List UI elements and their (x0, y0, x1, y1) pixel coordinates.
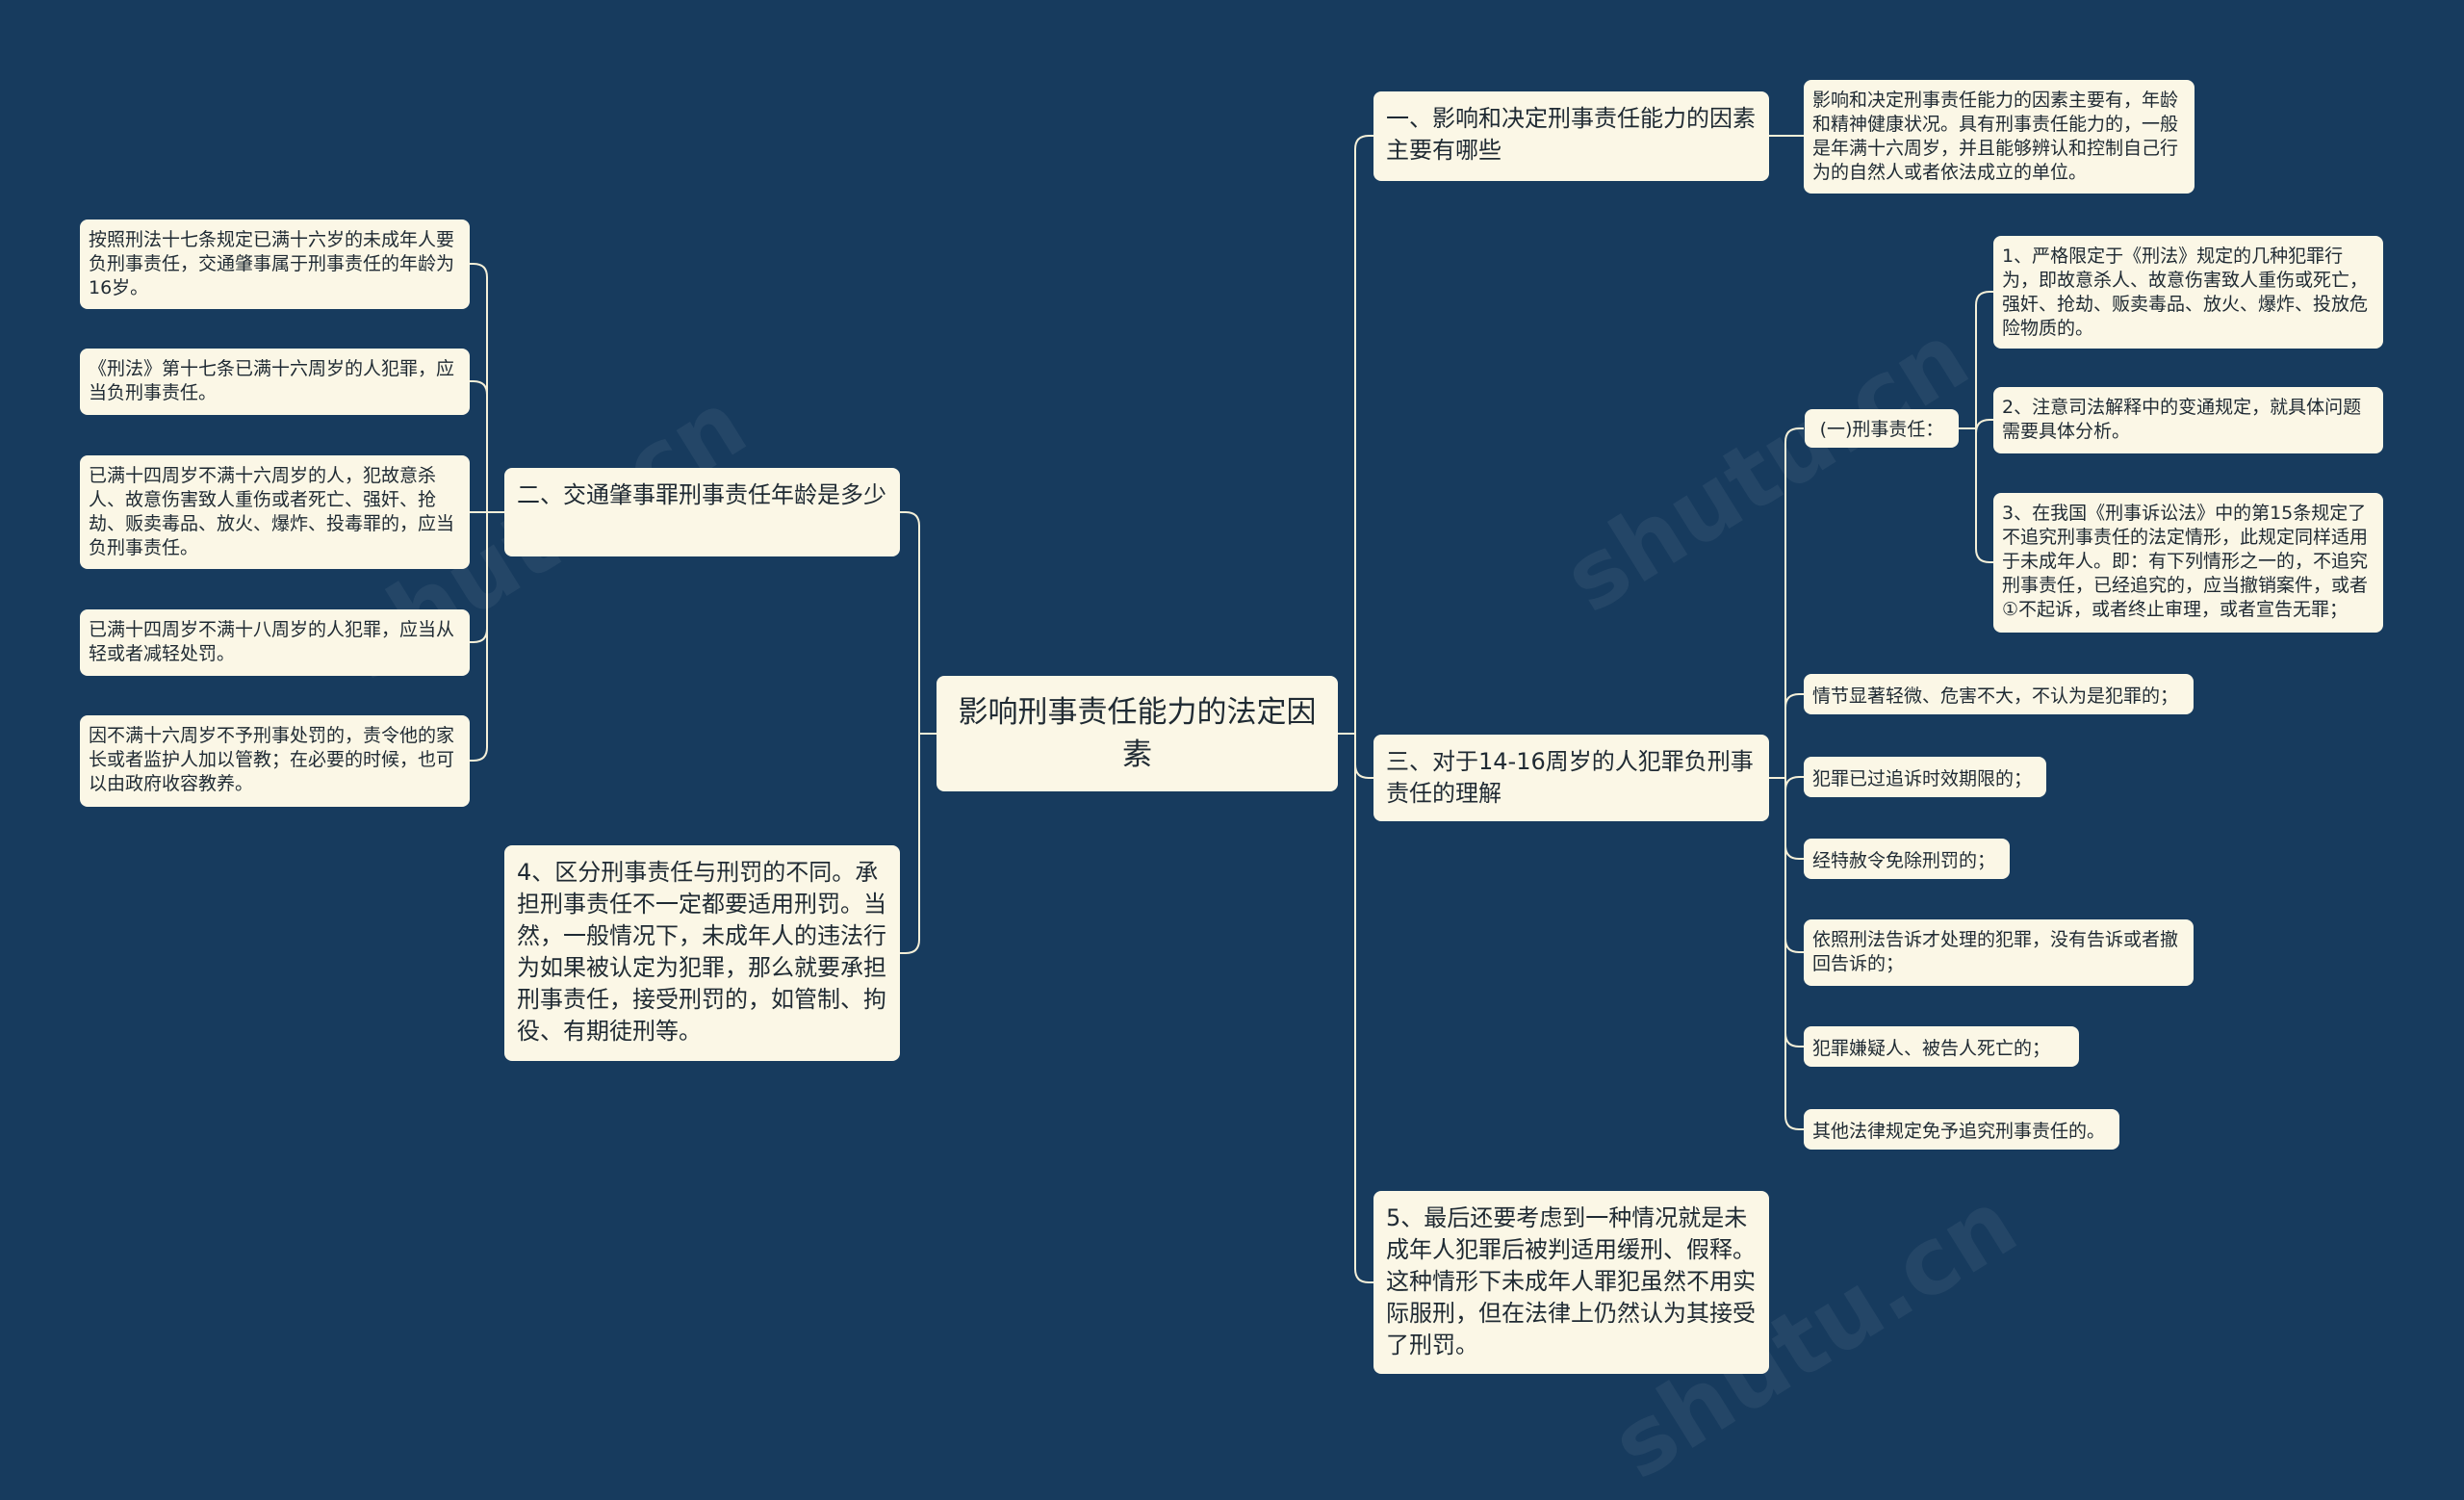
connector-line (1975, 291, 1993, 428)
exemption-item-1[interactable]: 情节显著轻微、危害不大，不认为是犯罪的； (1804, 674, 2194, 714)
connector-line (1784, 693, 1804, 778)
traffic-item-4[interactable]: 已满十四周岁不满十八周岁的人犯罪，应当从轻或者减轻处罚。 (80, 609, 470, 676)
branch-1-title: 一、影响和决定刑事责任能力的因素主要有哪些 (1386, 105, 1756, 164)
liability-item-3-text: 3、在我国《刑事诉讼法》中的第15条规定了不追究刑事责任的法定情形，此规定同样适… (2002, 503, 2369, 620)
mind-map: shutu.cn shutu.cn shutu.cn 影响刑事责任能力的法定因素… (80, 80, 2383, 1500)
traffic-item-3[interactable]: 已满十四周岁不满十六周岁的人，犯故意杀人、故意伤害致人重伤或者死亡、强奸、抢劫、… (80, 455, 470, 569)
connector-line (1784, 778, 1804, 1047)
connector-line (1354, 734, 1373, 1283)
branch-5-title: 5、最后还要考虑到一种情况就是未成年人犯罪后被判适用缓刑、假释。这种情形下未成年… (1386, 1204, 1756, 1358)
branch-5-node[interactable]: 5、最后还要考虑到一种情况就是未成年人犯罪后被判适用缓刑、假释。这种情形下未成年… (1373, 1191, 1769, 1374)
exemption-item-2[interactable]: 犯罪已过追诉时效期限的； (1804, 757, 2046, 797)
connector-line (1975, 428, 1993, 563)
branch-1-node[interactable]: 一、影响和决定刑事责任能力的因素主要有哪些 (1373, 91, 1769, 181)
exemption-item-4-text: 依照刑法告诉才处理的犯罪，没有告诉或者撤回告诉的； (1812, 929, 2179, 974)
connector-line (1784, 776, 1804, 791)
traffic-item-5[interactable]: 因不满十六周岁不予刑事处罚的，责令他的家长或者监护人加以管教；在必要的时候，也可… (80, 715, 470, 807)
liability-item-1-text: 1、严格限定于《刑法》规定的几种犯罪行为，即故意杀人、故意伤害致人重伤或死亡，强… (2002, 246, 2369, 339)
connector-line (470, 380, 488, 512)
branch-4-node[interactable]: 4、区分刑事责任与刑罚的不同。承担刑事责任不一定都要适用刑罚。当然，一般情况下，… (504, 845, 900, 1061)
connector-line (1354, 734, 1373, 779)
traffic-item-1-text: 按照刑法十七条规定已满十六岁的未成年人要负刑事责任，交通肇事属于刑事责任的年龄为… (89, 229, 455, 298)
exemption-item-3-text: 经特赦令免除刑罚的； (1812, 850, 1996, 871)
connector-line (900, 734, 920, 954)
connector-line (470, 263, 488, 512)
traffic-item-1[interactable]: 按照刑法十七条规定已满十六岁的未成年人要负刑事责任，交通肇事属于刑事责任的年龄为… (80, 220, 470, 309)
exemption-item-6[interactable]: 其他法律规定免予追究刑事责任的。 (1804, 1109, 2119, 1150)
connector-line (470, 512, 488, 643)
root-node[interactable]: 影响刑事责任能力的法定因素 (937, 676, 1338, 791)
exemption-item-6-text: 其他法律规定免予追究刑事责任的。 (1812, 1121, 2106, 1142)
branch-1-detail-text: 影响和决定刑事责任能力的因素主要有，年龄和精神健康状况。具有刑事责任能力的，一般… (1812, 90, 2179, 183)
exemption-item-1-text: 情节显著轻微、危害不大，不认为是犯罪的； (1812, 685, 2179, 707)
branch-2-node[interactable]: 二、交通肇事罪刑事责任年龄是多少 (504, 468, 900, 556)
liability-item-2[interactable]: 2、注意司法解释中的变通规定，就具体问题需要具体分析。 (1993, 387, 2383, 453)
connector-lines (470, 135, 1993, 1283)
traffic-item-2[interactable]: 《刑法》第十七条已满十六周岁的人犯罪，应当负刑事责任。 (80, 349, 470, 415)
exemption-item-4[interactable]: 依照刑法告诉才处理的犯罪，没有告诉或者撤回告诉的； (1804, 919, 2194, 986)
branch-3-node[interactable]: 三、对于14-16周岁的人犯罪负刑事责任的理解 (1373, 735, 1769, 821)
branch-2-title: 二、交通肇事罪刑事责任年龄是多少 (517, 481, 886, 508)
exemption-item-5[interactable]: 犯罪嫌疑人、被告人死亡的； (1804, 1026, 2079, 1067)
branch-4-title: 4、区分刑事责任与刑罚的不同。承担刑事责任不一定都要适用刑罚。当然，一般情况下，… (517, 859, 886, 1045)
root-title: 影响刑事责任能力的法定因素 (958, 695, 1317, 772)
branch-3-title: 三、对于14-16周岁的人犯罪负刑事责任的理解 (1386, 748, 1754, 807)
exemption-item-3[interactable]: 经特赦令免除刑罚的； (1804, 839, 2010, 879)
traffic-item-3-text: 已满十四周岁不满十六周岁的人，犯故意杀人、故意伤害致人重伤或者死亡、强奸、抢劫、… (89, 465, 455, 558)
connector-line (1784, 778, 1804, 860)
liability-item-3[interactable]: 3、在我国《刑事诉讼法》中的第15条规定了不追究刑事责任的法定情形，此规定同样适… (1993, 493, 2383, 633)
connector-line (900, 511, 920, 734)
traffic-item-4-text: 已满十四周岁不满十八周岁的人犯罪，应当从轻或者减轻处罚。 (89, 619, 455, 664)
connector-line (1784, 778, 1804, 953)
branch-1-detail[interactable]: 影响和决定刑事责任能力的因素主要有，年龄和精神健康状况。具有刑事责任能力的，一般… (1804, 80, 2194, 194)
exemption-item-5-text: 犯罪嫌疑人、被告人死亡的； (1812, 1038, 2051, 1059)
liability-item-2-text: 2、注意司法解释中的变通规定，就具体问题需要具体分析。 (2002, 397, 2362, 442)
liability-item-1[interactable]: 1、严格限定于《刑法》规定的几种犯罪行为，即故意杀人、故意伤害致人重伤或死亡，强… (1993, 236, 2383, 349)
criminal-liability-label[interactable]: (一)刑事责任： (1805, 409, 1959, 448)
traffic-item-2-text: 《刑法》第十七条已满十六周岁的人犯罪，应当负刑事责任。 (89, 358, 455, 403)
connector-line (1784, 427, 1804, 778)
connector-line (1784, 778, 1804, 1130)
connector-line (1354, 135, 1373, 734)
connector-line (470, 512, 488, 762)
criminal-liability-label-text: (一)刑事责任： (1819, 419, 1944, 440)
exemption-item-2-text: 犯罪已过追诉时效期限的； (1812, 768, 2033, 789)
traffic-item-5-text: 因不满十六周岁不予刑事处罚的，责令他的家长或者监护人加以管教；在必要的时候，也可… (89, 725, 455, 794)
connector-line (1975, 419, 1993, 434)
